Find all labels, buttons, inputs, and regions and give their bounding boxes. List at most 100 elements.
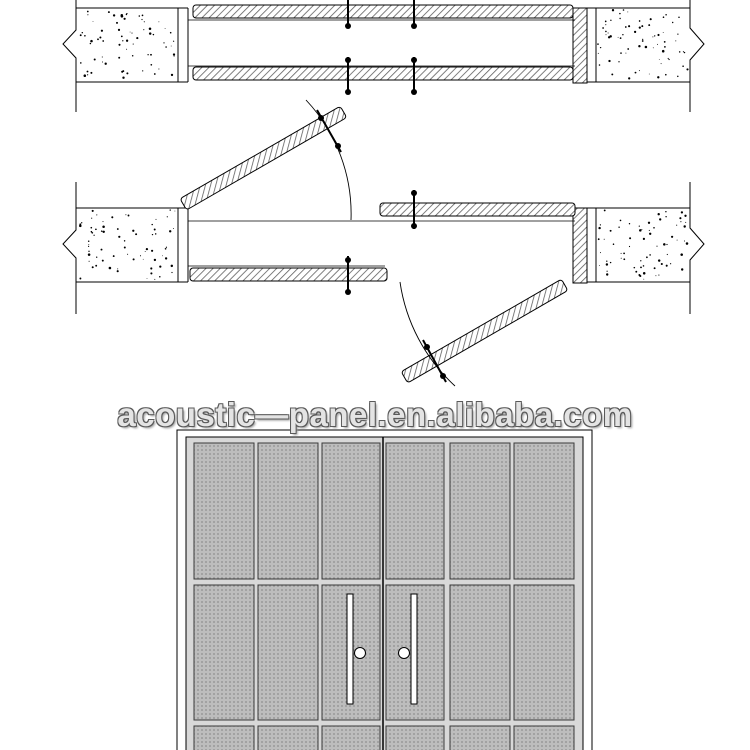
concrete-speckle [101,259,104,262]
concrete-speckle [141,18,143,21]
concrete-speckle [679,217,682,220]
concrete-speckle [660,262,663,266]
concrete-speckle [147,54,149,56]
concrete-speckle [90,39,93,43]
concrete-speckle [606,260,608,262]
concrete-speckle [661,49,665,53]
concrete-speckle [598,226,601,230]
concrete-speckle [605,34,607,36]
concrete-speckle [633,266,636,269]
concrete-speckle [597,43,599,45]
concrete-speckle [640,266,642,269]
concrete-speckle [611,9,615,12]
concrete-speckle [604,20,607,23]
concrete-speckle [638,20,641,22]
concrete-speckle [599,252,602,254]
concrete-speckle [93,58,96,61]
concrete-speckle [642,237,646,241]
concrete-speckle [682,51,684,53]
concrete-speckle [638,70,640,72]
concrete-speckle [153,228,156,231]
concrete-speckle [628,223,631,225]
concrete-speckle [640,260,642,262]
concrete-speckle [599,46,602,49]
concrete-speckle [629,237,632,240]
concrete-speckle [91,209,94,212]
concrete-speckle [95,264,98,267]
concrete-speckle [623,252,625,255]
concrete-speckle [649,254,651,256]
concrete-speckle [127,214,130,217]
concrete-speckle [153,258,157,262]
concrete-speckle [611,73,614,76]
mesh-panels [193,442,575,750]
concrete-speckle [165,246,168,248]
concrete-speckle [612,243,615,245]
concrete-speckle [151,233,154,236]
concrete-speckle [662,31,664,33]
concrete-speckle [641,25,644,28]
concrete-speckle [87,245,90,248]
concrete-speckle [91,231,94,234]
concrete-speckle [112,14,116,17]
concrete-speckle [665,210,667,213]
concrete-speckle [675,40,677,42]
concrete-speckle [135,233,138,236]
concrete-speckle [684,214,687,217]
concrete-speckle [132,258,135,261]
concrete-speckle [150,63,153,66]
concrete-speckle [117,268,119,270]
concrete-speckle [142,258,144,260]
concrete-speckle [154,233,157,235]
concrete-speckle [150,53,152,56]
concrete-speckle [667,57,669,60]
concrete-speckle [605,30,607,33]
concrete-speckle [150,267,153,270]
concrete-speckle [125,13,128,16]
concrete-speckle [112,255,115,258]
concrete-speckle [638,45,641,48]
concrete-speckle [642,38,644,41]
concrete-speckle [158,21,160,23]
concrete-speckle [95,228,97,231]
concrete-speckle [91,266,94,269]
concrete-speckle [148,27,152,30]
concrete-speckle [677,33,679,35]
concrete-speckle [658,274,660,276]
concrete-speckle [164,257,168,260]
concrete-speckle [145,247,149,251]
concrete-speckle [118,43,121,46]
concrete-speckle [602,27,604,29]
concrete-speckle [662,16,665,19]
concrete-speckle [151,223,153,226]
concrete-speckle [123,240,126,242]
concrete-speckle [96,214,98,216]
concrete-speckle [625,52,627,54]
concrete-speckle [123,246,126,249]
plan-view-closed [62,0,705,112]
concrete-speckle [174,210,176,212]
concrete-speckle [609,229,612,232]
concrete-speckle [172,53,176,56]
right-concrete-wall [595,207,705,283]
concrete-speckle [144,251,146,253]
concrete-speckle [622,34,624,36]
concrete-speckle [141,14,144,17]
concrete-speckle [120,35,123,38]
swing-arc-upper [305,99,352,221]
concrete-speckle [132,229,135,232]
concrete-speckle [132,43,134,45]
concrete-speckle [107,11,110,14]
concrete-speckle [646,256,648,259]
concrete-speckle [678,16,680,19]
concrete-speckle [122,76,125,79]
concrete-speckle [619,17,621,20]
concrete-speckle [619,12,621,15]
concrete-speckle [136,37,139,40]
concrete-speckle [685,221,687,223]
concrete-speckle [171,271,173,274]
concrete-speckle [633,30,637,34]
concrete-speckle [79,277,82,280]
jamb-post [572,207,588,284]
jamb-post [572,7,588,84]
